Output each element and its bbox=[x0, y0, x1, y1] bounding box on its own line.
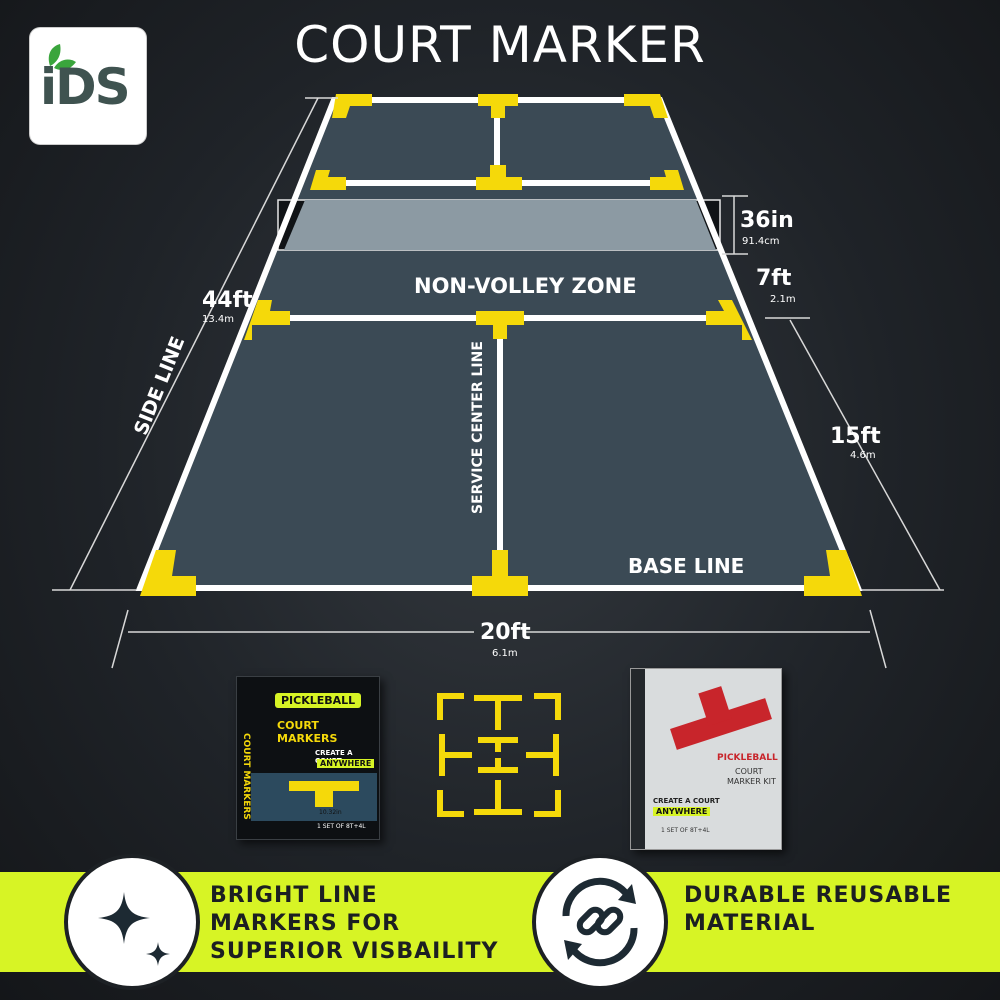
length-ft: 44ft bbox=[202, 288, 253, 313]
box2-brand: PICKLEBALL bbox=[717, 753, 778, 763]
marker-top-center bbox=[478, 94, 518, 106]
box1-tagline2: ANYWHERE bbox=[317, 759, 375, 768]
marker-near-kitchen-left bbox=[244, 300, 290, 340]
box1-dimension: 10.32in bbox=[319, 809, 342, 816]
marker-base-left bbox=[140, 550, 196, 596]
nvz-depth-ft: 7ft bbox=[756, 266, 792, 291]
box2-tagline2: ANYWHERE bbox=[653, 807, 711, 816]
box1-brand: PICKLEBALL bbox=[275, 693, 362, 708]
box1-name: COURT MARKERS bbox=[277, 719, 338, 745]
box1-set: 1 SET OF 8T+4L bbox=[317, 823, 366, 830]
nvz-depth-m: 2.1m bbox=[770, 294, 796, 305]
width-dimension-left bbox=[111, 609, 129, 669]
marker-base-right bbox=[804, 550, 862, 596]
nvz-label: NON-VOLLEY ZONE bbox=[414, 274, 637, 298]
marker-top-right bbox=[624, 94, 668, 118]
product-box-1: COURT MARKERS PICKLEBALL COURT MARKERS C… bbox=[236, 676, 380, 840]
box2-name2: MARKER KIT bbox=[727, 777, 776, 786]
net-mesh bbox=[284, 200, 716, 250]
box1-marker-stem bbox=[315, 791, 333, 807]
feature-icon-circle-1 bbox=[64, 854, 200, 990]
product-box-2: PICKLEBALL COURT MARKER KIT CREATE A COU… bbox=[630, 668, 782, 850]
marker-far-kitchen-left bbox=[310, 170, 346, 190]
page-title: COURT MARKER bbox=[294, 16, 706, 74]
box1-spine: COURT MARKERS bbox=[241, 733, 251, 820]
service-depth-m: 4.6m bbox=[850, 450, 876, 461]
marker-set-icon bbox=[437, 693, 561, 817]
marker-base-center bbox=[492, 550, 508, 578]
box2-spine bbox=[631, 669, 645, 849]
feature-2-line-1: DURABLE REUSABLE bbox=[684, 883, 953, 908]
service-depth-line bbox=[789, 319, 941, 591]
ids-logo: iDS bbox=[30, 28, 146, 144]
marker-near-center bbox=[476, 311, 524, 325]
width-ft: 20ft bbox=[480, 620, 531, 645]
court-diagram bbox=[52, 94, 944, 669]
marker-far-center bbox=[476, 177, 522, 190]
logo-text: iDS bbox=[40, 58, 131, 116]
net-height-in: 36in bbox=[740, 208, 794, 233]
sparkle-icon bbox=[98, 892, 170, 966]
box2-name1: COURT bbox=[735, 767, 763, 776]
service-depth-ft: 15ft bbox=[830, 424, 881, 449]
feature-1-line-2: MARKERS FOR bbox=[210, 911, 401, 936]
feature-2-line-2: MATERIAL bbox=[684, 911, 816, 936]
leaf-icon bbox=[48, 44, 76, 70]
service-center-label: SERVICE CENTER LINE bbox=[470, 341, 486, 514]
marker-top-left bbox=[332, 94, 372, 118]
box2-set: 1 SET OF 8T+4L bbox=[661, 827, 710, 834]
reuse-chain-icon bbox=[562, 877, 638, 967]
feature-1-line-1: BRIGHT LINE bbox=[210, 883, 378, 908]
base-line-label: BASE LINE bbox=[628, 554, 745, 578]
court-markers bbox=[140, 94, 862, 596]
width-m: 6.1m bbox=[492, 648, 518, 659]
length-dimension-line bbox=[69, 97, 319, 591]
net-height-cm: 91.4cm bbox=[742, 236, 780, 247]
feature-text-1: BRIGHT LINE MARKERS FOR SUPERIOR VISBAIL… bbox=[210, 882, 498, 966]
length-m: 13.4m bbox=[202, 314, 235, 325]
feature-icon-circle-2 bbox=[532, 854, 668, 990]
box1-marker-image bbox=[289, 781, 359, 791]
feature-1-line-3: SUPERIOR VISBAILITY bbox=[210, 939, 499, 964]
marker-far-kitchen-right bbox=[650, 170, 684, 190]
box2-tagline1: CREATE A COURT bbox=[653, 797, 720, 805]
feature-text-2: DURABLE REUSABLE MATERIAL bbox=[684, 882, 952, 938]
width-dimension-right bbox=[869, 609, 887, 669]
marker-near-kitchen-right bbox=[706, 300, 752, 340]
